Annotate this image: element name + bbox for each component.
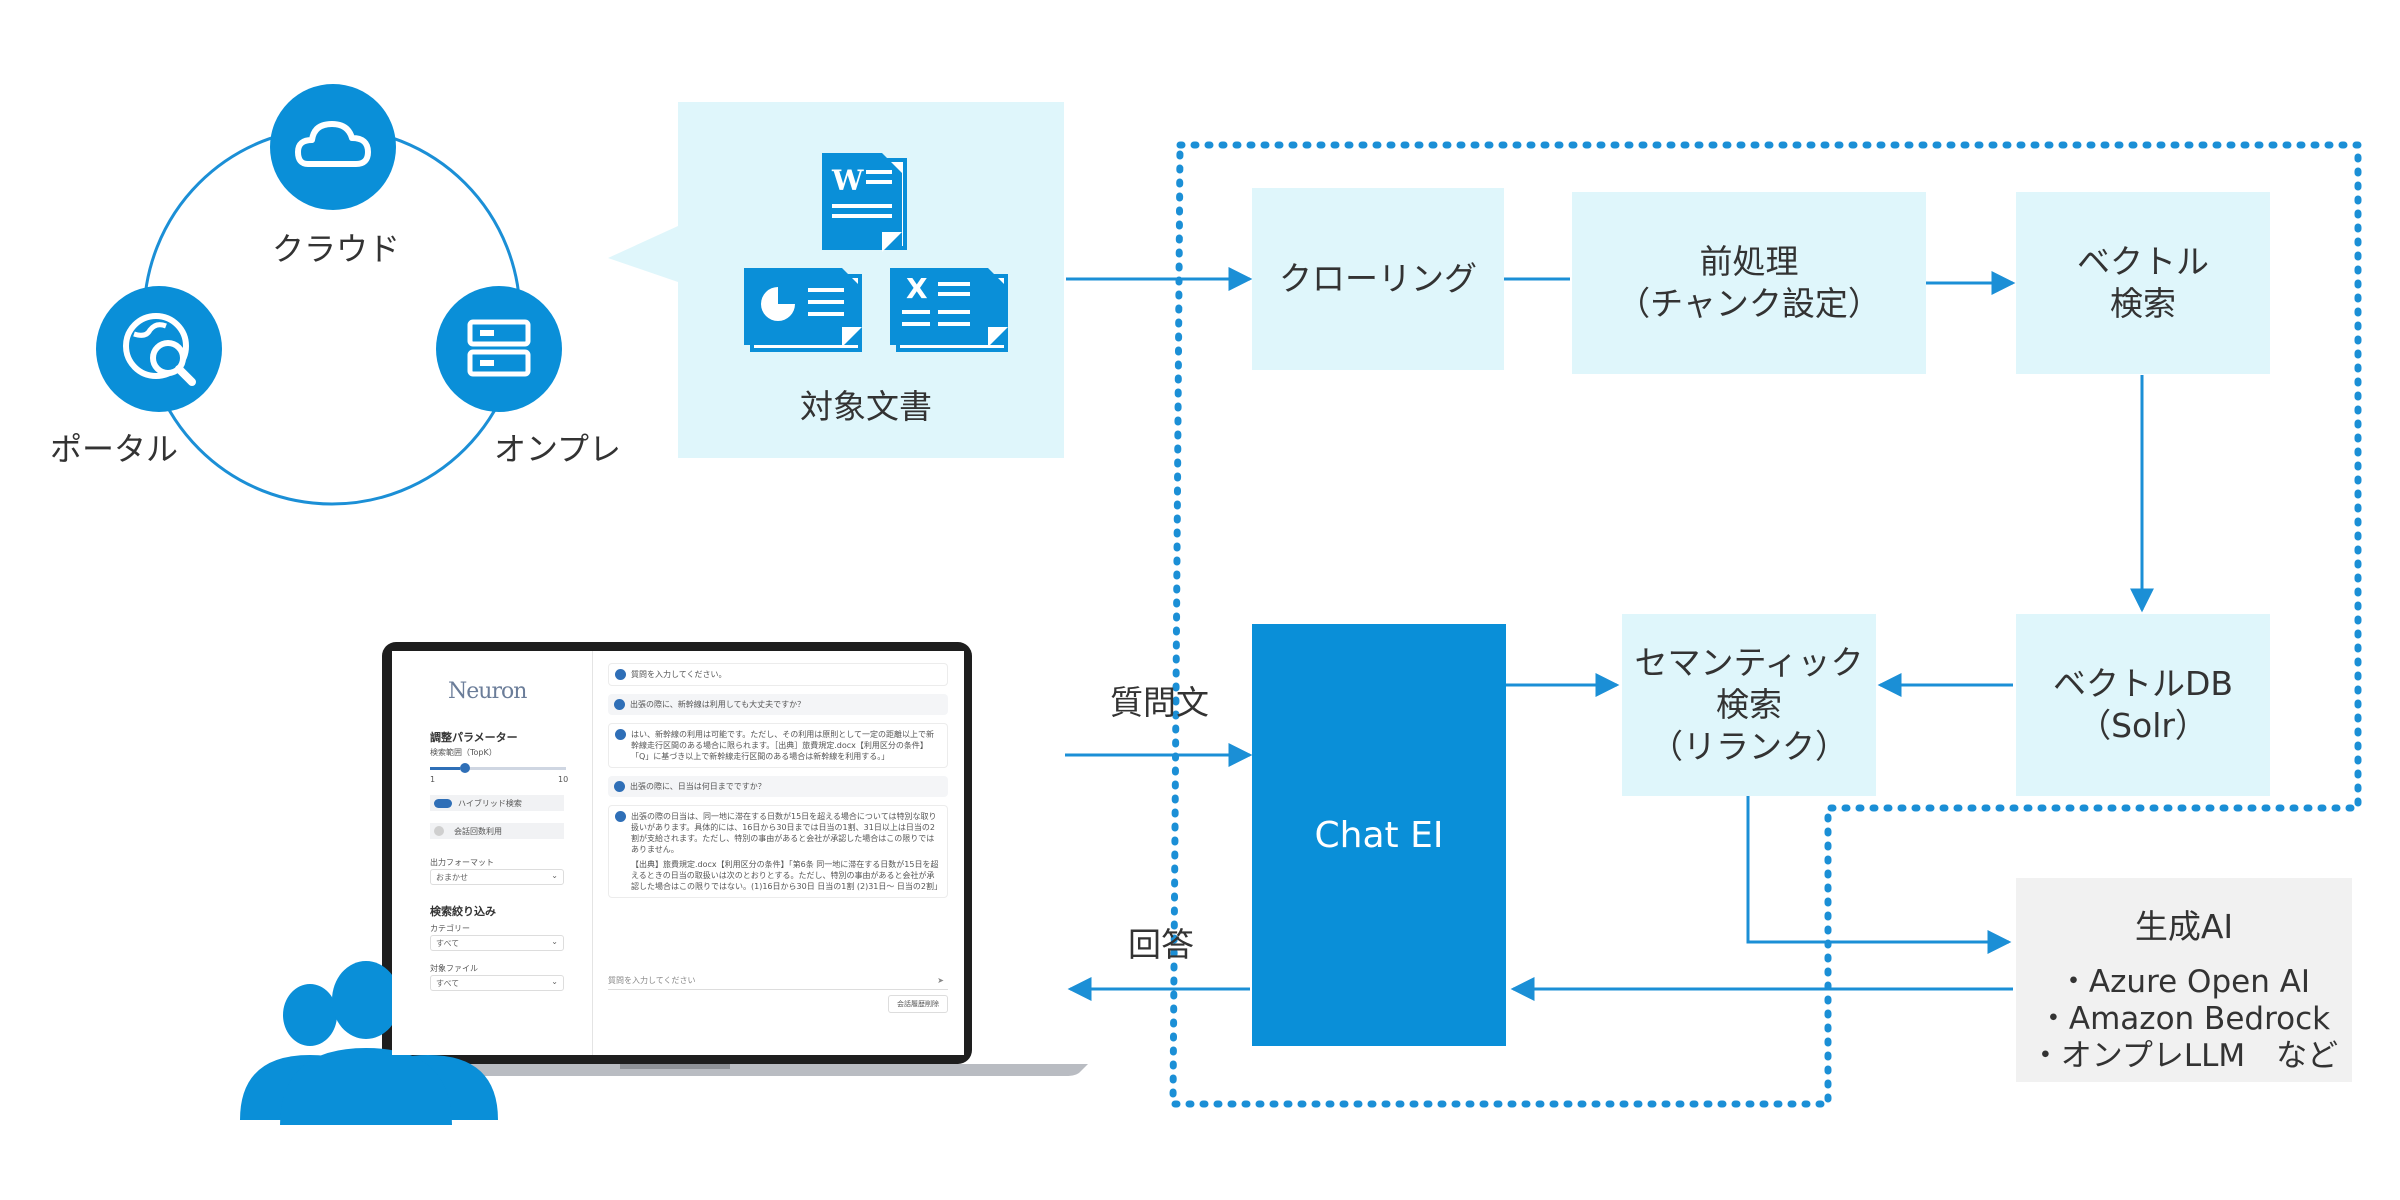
toggle-switch[interactable]: [434, 826, 444, 836]
genai-title: 生成AI: [2134, 907, 2234, 946]
params-title: 調整パラメーター: [430, 731, 518, 744]
format-label: 出力フォーマット: [430, 858, 494, 867]
vectordb-label-1: ベクトルDB: [2052, 664, 2234, 703]
bot-avatar-icon: [615, 669, 626, 680]
portal-node: [96, 286, 222, 412]
format-select[interactable]: おまかせ ⌄: [430, 869, 564, 885]
chat-input[interactable]: 質問を入力してください ➤: [608, 973, 948, 990]
preprocess-label-2: （チャンク設定）: [1617, 284, 1881, 323]
question-label: 質問文: [1110, 683, 1209, 722]
chat-ei-label: Chat EI: [1314, 814, 1444, 856]
history-toggle-row[interactable]: 会話回数利用: [430, 823, 564, 839]
topk-slider-fill: [430, 767, 460, 770]
cloud-label: クラウド: [272, 230, 401, 268]
app-logo: Neuron: [448, 679, 527, 704]
category-value: すべて: [436, 939, 460, 948]
bot-avatar-icon: [615, 811, 626, 822]
chat-message-user: 出張の際に、日当は何日までですか？: [608, 776, 948, 797]
chevron-down-icon: ⌄: [551, 977, 558, 986]
crawling-label: クローリング: [1279, 259, 1477, 298]
filter-title: 検索絞り込み: [430, 905, 496, 918]
semantic-label-1: セマンティック: [1634, 643, 1864, 682]
users-icon: [240, 961, 498, 1125]
slider-min: 1: [430, 775, 436, 784]
category-label: カテゴリー: [430, 924, 470, 933]
chat-message-bot: はい、新幹線の利用は可能です。ただし、その利用は原則として一定の距離以上で新幹線…: [608, 723, 948, 768]
system-boundary: [1169, 141, 2362, 1108]
chat-message-bot: 質問を入力してください。: [608, 663, 948, 686]
chat-ei-box: Chat EI: [1252, 624, 1506, 1046]
vector-search-box: ベクトル 検索: [2016, 192, 2270, 374]
clear-history-button[interactable]: 会話履歴削除: [888, 995, 948, 1013]
target-documents-label: 対象文書: [800, 387, 932, 426]
preprocess-box: 前処理 （チャンク設定）: [1572, 192, 1926, 374]
answer-label: 回答: [1128, 925, 1194, 964]
portal-label: ポータル: [50, 430, 179, 468]
cloud-node: [270, 84, 396, 210]
user-avatar-icon: [614, 781, 625, 792]
bot-avatar-icon: [615, 729, 626, 740]
semantic-search-box: セマンティック 検索 （リランク）: [1622, 614, 1876, 796]
topk-slider-handle[interactable]: [459, 763, 470, 773]
hybrid-toggle-label: ハイブリッド検索: [458, 798, 522, 808]
genai-item: ・Amazon Bedrock: [2037, 1001, 2331, 1037]
chevron-down-icon: ⌄: [551, 871, 558, 880]
word-document-icon: W: [822, 153, 907, 252]
slider-max: 10: [558, 775, 569, 784]
history-toggle-label: 会話回数利用: [454, 826, 502, 836]
chat-message-user: 出張の際に、新幹線は利用しても大丈夫ですか？: [608, 694, 948, 715]
arrow-semantic-to-genai: [1746, 795, 2012, 954]
genai-item: ・Azure Open AI: [2057, 964, 2311, 1000]
message-text: 出張の際に、新幹線は利用しても大丈夫ですか？: [630, 700, 806, 709]
message-text: 質問を入力してください。: [631, 670, 727, 679]
message-source: 【出典】旅費規定.docx【利用区分の条件】「第6条 同一地に滞在する日数が15…: [631, 860, 943, 891]
vectordb-box: ベクトルDB （Solr）: [2016, 614, 2270, 796]
web-search-icon: [123, 313, 196, 386]
crawling-box: クローリング: [1252, 188, 1504, 370]
file-label: 対象ファイル: [430, 964, 478, 973]
onprem-label: オンプレ: [494, 430, 622, 468]
format-value: おまかせ: [436, 873, 468, 882]
toggle-switch[interactable]: [434, 798, 452, 808]
document-callout-pointer: [608, 226, 678, 282]
onprem-node: [436, 286, 562, 412]
message-text: 出張の際に、日当は何日までですか？: [630, 782, 766, 791]
file-select[interactable]: すべて ⌄: [430, 975, 564, 991]
app-screen: Neuron 調整パラメーター 検索範囲（TopK） 1 10 ハイブリッド検索…: [392, 651, 964, 1055]
topk-slider[interactable]: [430, 763, 566, 773]
semantic-label-3: （リランク）: [1650, 727, 1848, 766]
server-icon: [467, 319, 531, 377]
chat-input-placeholder: 質問を入力してください: [608, 976, 696, 985]
genai-item: ・オンプレLLM など: [2029, 1038, 2339, 1074]
vectordb-label-2: （Solr）: [2078, 706, 2208, 745]
chat-message-bot: 出張の際の日当は、同一地に滞在する日数が15日を超える場合については特別な取り扱…: [608, 805, 948, 898]
vector-search-label-1: ベクトル: [2077, 242, 2209, 281]
message-text: はい、新幹線の利用は可能です。ただし、その利用は原則として一定の距離以上で新幹線…: [631, 730, 934, 761]
semantic-label-2: 検索: [1716, 685, 1782, 724]
send-icon[interactable]: ➤: [937, 976, 944, 985]
cloud-icon: [295, 121, 371, 167]
category-select[interactable]: すべて ⌄: [430, 935, 564, 951]
hybrid-toggle-row[interactable]: ハイブリッド検索: [430, 795, 564, 811]
preprocess-label-1: 前処理: [1699, 242, 1799, 281]
svg-text:W: W: [831, 164, 864, 197]
app-sidebar: Neuron 調整パラメーター 検索範囲（TopK） 1 10 ハイブリッド検索…: [392, 651, 593, 1055]
chat-area: 質問を入力してください。 出張の際に、新幹線は利用しても大丈夫ですか？ はい、新…: [608, 663, 948, 906]
chevron-down-icon: ⌄: [551, 937, 558, 946]
vector-search-label-2: 検索: [2110, 284, 2176, 323]
user-avatar-icon: [614, 699, 625, 710]
params-sub: 検索範囲（TopK）: [430, 748, 497, 757]
presentation-document-icon: [744, 268, 862, 352]
file-value: すべて: [436, 979, 460, 988]
message-text: 出張の際の日当は、同一地に滞在する日数が15日を超える場合については特別な取り扱…: [631, 812, 937, 854]
svg-text:X: X: [906, 272, 928, 305]
genai-box: 生成AI ・Azure Open AI ・Amazon Bedrock ・オンプ…: [2016, 878, 2352, 1082]
excel-document-icon: X: [890, 268, 1008, 352]
